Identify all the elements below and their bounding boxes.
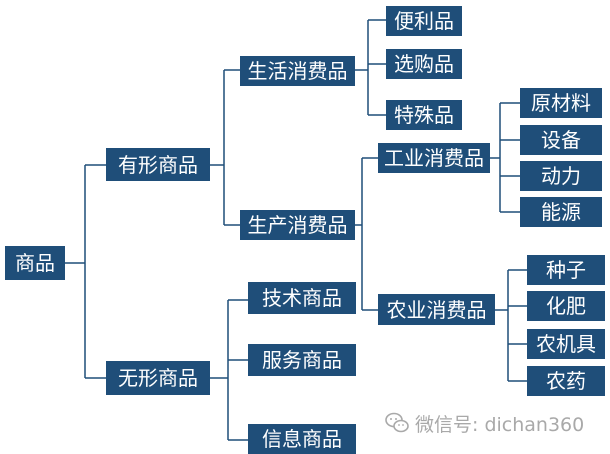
node-machinery-label: 农机具 [536,332,596,356]
node-shopping: 选购品 [386,49,462,79]
node-industrial: 工业消费品 [378,143,490,173]
node-raw-materials: 原材料 [520,88,602,118]
node-production-goods: 生产消费品 [240,210,355,240]
node-energy: 能源 [520,197,602,227]
node-equipment-label: 设备 [541,128,581,152]
node-fertilizer: 化肥 [527,291,605,321]
node-intangible-label: 无形商品 [118,366,198,390]
node-equipment: 设备 [520,125,602,155]
node-agricultural-label: 农业消费品 [386,297,487,322]
node-pesticide: 农药 [527,366,605,396]
node-intangible: 无形商品 [106,361,210,395]
watermark: 微信号: dichan360 [385,410,584,436]
node-shopping-label: 选购品 [394,52,454,76]
node-convenience: 便利品 [386,6,462,36]
node-info-goods: 信息商品 [248,424,356,454]
node-tech-goods-label: 技术商品 [262,286,342,310]
node-tangible: 有形商品 [106,148,210,181]
wechat-icon [385,412,409,433]
node-service-goods: 服务商品 [248,344,356,376]
node-service-goods-label: 服务商品 [262,348,342,372]
node-seeds-label: 种子 [546,258,586,282]
node-raw-materials-label: 原材料 [531,91,591,115]
watermark-text: 微信号: dichan360 [415,413,585,436]
node-fertilizer-label: 化肥 [546,294,586,318]
node-power-label: 动力 [541,164,581,188]
node-specialty: 特殊品 [386,100,462,130]
node-root-label: 商品 [15,251,55,275]
node-info-goods-label: 信息商品 [262,427,342,451]
node-agricultural: 农业消费品 [378,294,495,325]
node-industrial-label: 工业消费品 [384,146,484,170]
node-tangible-label: 有形商品 [118,152,198,177]
node-production-goods-label: 生产消费品 [247,213,348,237]
node-energy-label: 能源 [541,200,581,224]
node-root: 商品 [5,246,65,280]
node-machinery: 农机具 [527,329,605,359]
node-pesticide-label: 农药 [546,369,586,393]
node-power: 动力 [520,161,602,191]
node-consumer-goods-label: 生活消费品 [247,59,348,83]
node-tech-goods: 技术商品 [248,282,356,314]
node-specialty-label: 特殊品 [394,103,454,127]
node-convenience-label: 便利品 [394,9,454,33]
node-seeds: 种子 [527,255,605,285]
node-consumer-goods: 生活消费品 [240,56,355,86]
